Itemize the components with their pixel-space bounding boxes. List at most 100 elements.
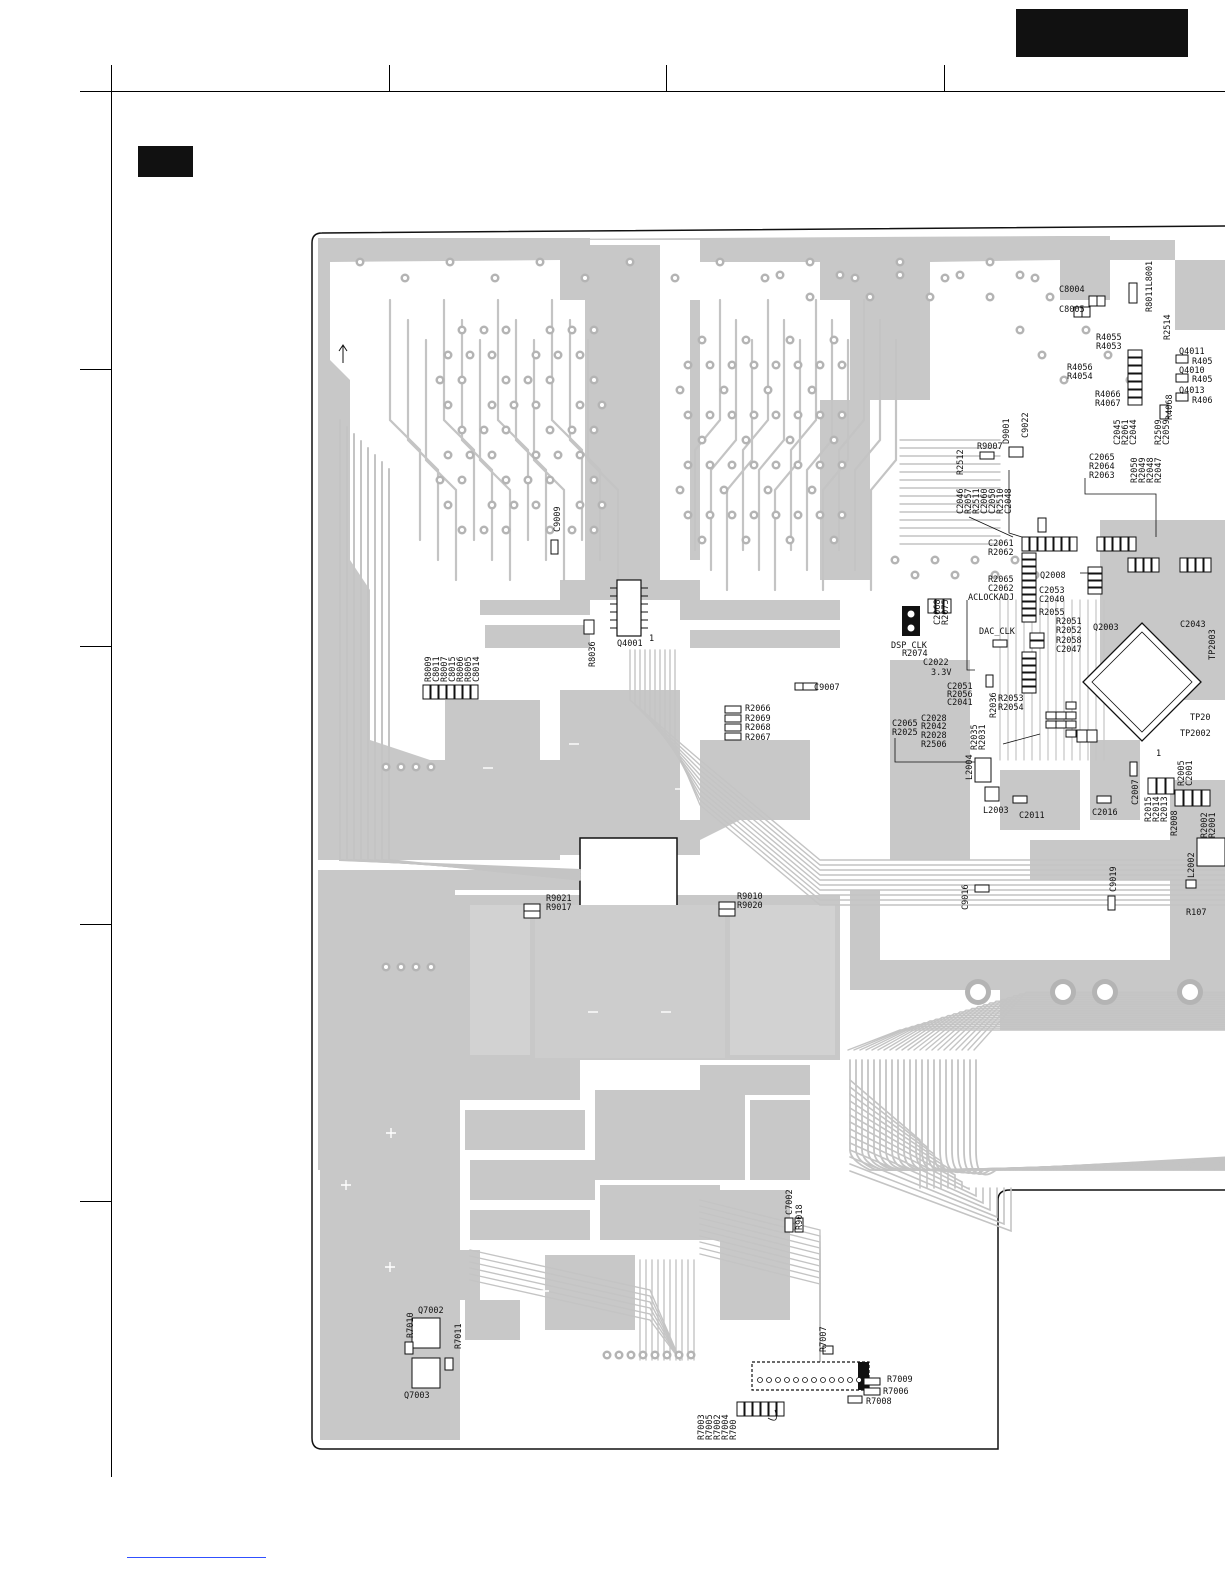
smd-part (1127, 373, 1143, 382)
footer-link-underline[interactable] (127, 1557, 266, 1558)
component-label-c2001: C2001 (1185, 760, 1195, 786)
via-hole (383, 764, 389, 770)
trace (849, 1128, 970, 1191)
via-hole (721, 487, 727, 493)
component-label-r4068: R4068 (1165, 394, 1175, 420)
component-label-r2048: R2048 (1146, 457, 1156, 483)
smd-part (1008, 446, 1024, 458)
via-hole (1047, 294, 1053, 300)
ground-area (535, 905, 725, 1058)
via-hole (481, 327, 487, 333)
smd-part (1088, 295, 1098, 307)
component-label-c7002: C7002 (785, 1189, 795, 1215)
component-label-q4010: Q4010 (1179, 366, 1205, 376)
trace (388, 468, 581, 881)
smd-part (454, 684, 463, 700)
component-label-r7009: R7009 (887, 1375, 913, 1385)
component-label-r2005: R2005 (1177, 760, 1187, 786)
via-hole (972, 557, 978, 563)
component-label-l2002: L2002 (1187, 852, 1197, 878)
component-label-r7002: R7002 (713, 1414, 723, 1440)
connector-pin (802, 1377, 808, 1383)
component-label-r2512: R2512 (956, 449, 966, 475)
component-label-r2008: R2008 (1170, 810, 1180, 836)
trace (963, 1059, 1225, 1175)
trace (945, 1059, 1225, 1174)
copper-pour (690, 630, 840, 648)
via-hole (357, 259, 363, 265)
smd-part (422, 684, 431, 700)
plus-mark (385, 1262, 395, 1272)
smd-part (1037, 536, 1046, 552)
ground-area (730, 905, 835, 1055)
via-hole (688, 1352, 694, 1358)
component-label-r9020: R9020 (737, 901, 763, 911)
smd-part (550, 539, 559, 555)
via-hole (932, 557, 938, 563)
component-label-r2050: R2050 (1130, 457, 1140, 483)
leader-line (1008, 470, 1023, 538)
component-label-r2053: R2053 (998, 694, 1024, 704)
smd-part (1175, 354, 1189, 364)
component-label-r2054: R2054 (998, 703, 1024, 713)
via-hole (677, 387, 683, 393)
smd-part (1012, 795, 1028, 804)
via-hole (503, 327, 509, 333)
via-hole (751, 462, 757, 468)
trace (957, 1059, 1225, 1174)
via-hole (445, 452, 451, 458)
smd-part (1129, 761, 1138, 777)
via-hole (729, 362, 735, 368)
trace (951, 1059, 1225, 1174)
component-label-c2047: C2047 (1056, 645, 1082, 655)
trace (629, 649, 1225, 861)
smd-part (1156, 777, 1166, 795)
connector-pin1 (858, 1362, 869, 1390)
component-label-r8009: R8009 (424, 656, 434, 682)
smd-part (523, 903, 541, 912)
via-hole (751, 412, 757, 418)
via-hole (467, 452, 473, 458)
trace (478, 338, 512, 582)
smd-part (1107, 895, 1116, 911)
copper-pour (545, 1255, 635, 1330)
component-label-r2064: R2064 (1089, 462, 1115, 472)
copper-pour (600, 1185, 720, 1240)
smd-part (470, 684, 479, 700)
trace (901, 1013, 1225, 1051)
smd-part (1045, 720, 1057, 729)
smd-part (1187, 557, 1196, 573)
top-ruler-line (80, 91, 1225, 92)
component-label-r7010: R7010 (406, 1312, 416, 1338)
via-hole (489, 402, 495, 408)
trace (442, 298, 476, 542)
component-label-r2035: R2035 (970, 724, 980, 750)
trace (867, 1059, 1225, 1171)
via-hole (807, 259, 813, 265)
via-hole (459, 477, 465, 483)
smd-part (1104, 536, 1113, 552)
via-hole (383, 964, 389, 970)
model-label-box (1016, 9, 1188, 57)
trace (674, 649, 1225, 906)
smd-part (1147, 777, 1157, 795)
component-label-r2511: R2511 (972, 488, 982, 514)
component-label-c9019: C9019 (1109, 866, 1119, 892)
trace (955, 996, 1225, 1051)
smd-part (404, 1341, 414, 1355)
component-label-r2014: R2014 (1152, 796, 1162, 822)
via-hole (413, 764, 419, 770)
via-hole (437, 477, 443, 483)
smd-part (1096, 795, 1112, 804)
via-hole (676, 1352, 682, 1358)
via-hole (503, 527, 509, 533)
trace (469, 1261, 681, 1361)
via-hole (652, 1352, 658, 1358)
trace (693, 298, 722, 552)
copper-pour (465, 1110, 585, 1150)
copper-pour (1060, 236, 1110, 300)
via-hole (511, 402, 517, 408)
trace (849, 1156, 998, 1219)
smd-part (935, 598, 944, 614)
copper-pour (595, 1090, 745, 1180)
